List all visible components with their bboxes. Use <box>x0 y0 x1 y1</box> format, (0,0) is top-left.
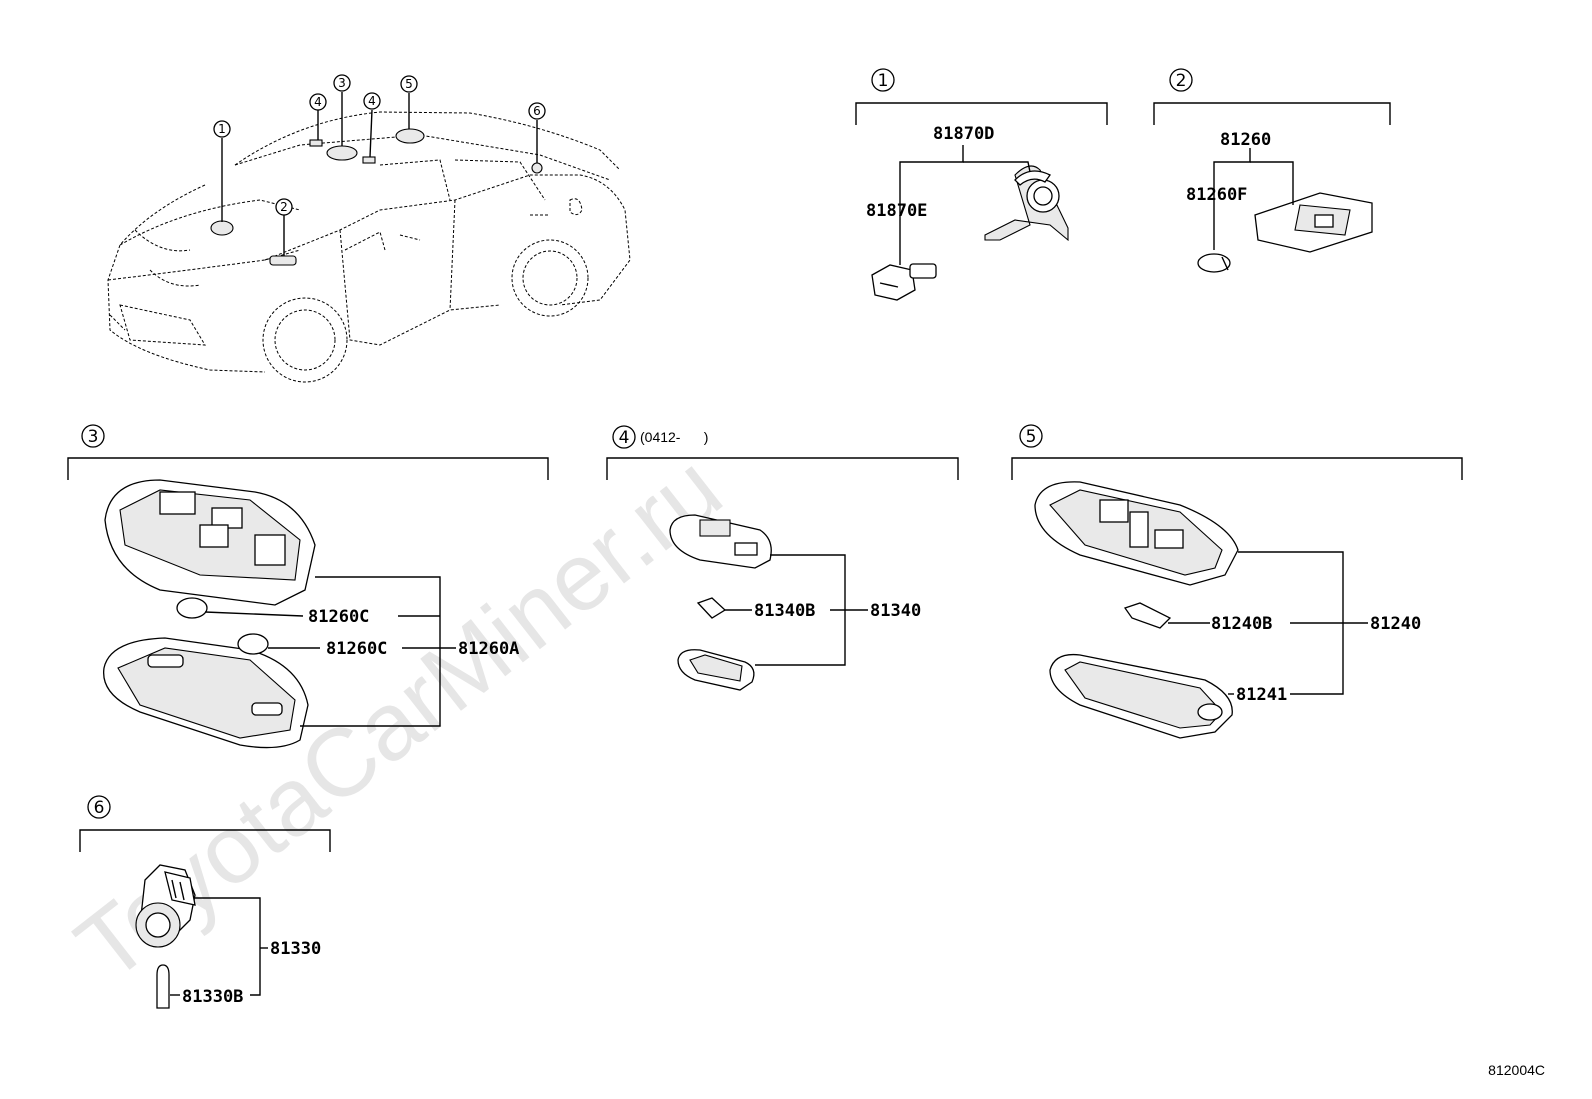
section-3-bracket <box>67 457 549 480</box>
overview-callout-5: 5 <box>400 75 418 93</box>
svg-text:3: 3 <box>338 76 346 90</box>
section-2: 2 81260 81260F <box>1153 68 1391 273</box>
part-81330-socket-illustration <box>135 864 196 948</box>
svg-text:5: 5 <box>1026 427 1037 447</box>
part-number-81260f: 81260F <box>1186 185 1247 205</box>
part-number-81260a: 81260A <box>458 639 519 659</box>
section-4: 4 (0412- ) 81340B 81340 <box>606 425 959 691</box>
section-4-date-note: (0412- ) <box>640 429 708 445</box>
part-81240b-bulb-illustration <box>1123 602 1172 629</box>
svg-text:4: 4 <box>314 95 322 109</box>
part-number-81240b: 81240B <box>1211 614 1272 634</box>
part-number-81241: 81241 <box>1236 685 1287 705</box>
part-number-81240: 81240 <box>1370 614 1421 634</box>
part-81330b-bulb-illustration <box>156 964 170 1009</box>
section-5-marker <box>1019 424 1043 448</box>
lamp-location-1 <box>210 220 234 236</box>
svg-text:1: 1 <box>218 122 226 136</box>
section-4-bracket <box>606 457 959 480</box>
svg-text:4: 4 <box>368 94 376 108</box>
svg-text:2: 2 <box>280 200 288 214</box>
svg-text:4: 4 <box>619 428 630 448</box>
lamp-location-5 <box>395 128 425 144</box>
overview-callout-4a: 4 <box>309 93 327 111</box>
lamp-location-2 <box>269 255 297 266</box>
part-81260c-bulb-b-illustration <box>237 633 269 655</box>
svg-text:6: 6 <box>533 104 541 118</box>
part-number-81260: 81260 <box>1220 130 1271 150</box>
section-5-bracket <box>1011 457 1463 480</box>
section-6: 6 81330 81330B <box>79 795 331 1009</box>
part-81260a-lens-illustration <box>103 637 309 749</box>
part-number-81870e: 81870E <box>866 201 927 221</box>
section-6-bracket <box>79 829 331 852</box>
part-number-81260c-a: 81260C <box>308 607 369 627</box>
svg-text:1: 1 <box>878 71 889 91</box>
part-number-81340: 81340 <box>870 601 921 621</box>
section-2-marker <box>1169 68 1193 92</box>
lamp-location-6 <box>531 162 543 174</box>
part-number-81330: 81330 <box>270 939 321 959</box>
reference-code: 812004C <box>1488 1062 1545 1078</box>
svg-text:3: 3 <box>88 427 99 447</box>
part-81260-illustration <box>1254 192 1373 253</box>
overview-callout-3: 3 <box>333 74 351 92</box>
part-81240-housing-illustration <box>1034 481 1239 586</box>
svg-text:2: 2 <box>1176 71 1187 91</box>
section-4-marker <box>612 425 636 449</box>
lamp-location-4a <box>309 139 323 147</box>
part-81260c-bulb-a-illustration <box>176 597 208 619</box>
section-2-bracket <box>1153 102 1391 125</box>
part-number-81340b: 81340B <box>754 601 815 621</box>
part-81340-lens-illustration <box>677 649 755 691</box>
overview-callout-1: 1 <box>213 120 231 138</box>
overview-callout-4b: 4 <box>363 92 381 110</box>
section-1-marker <box>871 68 895 92</box>
lamp-location-4b <box>362 156 376 164</box>
overview-callout-2: 2 <box>275 198 293 216</box>
part-81260a-housing-illustration <box>104 479 316 606</box>
part-81340b-bulb-illustration <box>696 597 727 619</box>
part-number-81330b: 81330B <box>182 987 243 1007</box>
part-81241-lens-illustration <box>1049 653 1233 739</box>
part-81340-housing-illustration <box>669 514 772 569</box>
part-81870d-illustration <box>984 165 1069 242</box>
part-81870e-illustration <box>871 263 937 301</box>
section-3-marker <box>81 424 105 448</box>
overview-callout-6: 6 <box>528 102 546 120</box>
svg-text:6: 6 <box>94 798 105 818</box>
part-81260f-illustration <box>1197 253 1231 273</box>
section-3: 3 81260C 81260C <box>67 424 549 749</box>
part-number-81870d: 81870D <box>933 124 994 144</box>
section-1-bracket <box>855 102 1108 125</box>
section-5: 5 81240B 81240 81241 <box>1011 424 1463 739</box>
part-number-81260c-b: 81260C <box>326 639 387 659</box>
section-6-marker <box>87 795 111 819</box>
section-1: 1 81870D 81870E <box>855 68 1108 301</box>
car-overview-illustration: 1 2 3 4 4 5 6 <box>107 74 631 383</box>
lamp-location-3 <box>326 145 358 161</box>
svg-text:5: 5 <box>405 77 413 91</box>
